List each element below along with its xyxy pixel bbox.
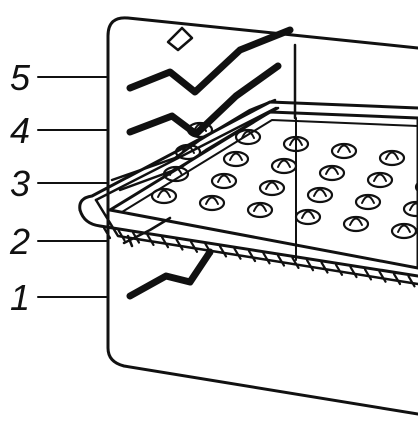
- cookie: [282, 135, 310, 153]
- cookie: [390, 222, 418, 240]
- level-2-label: 2: [9, 221, 30, 262]
- rack-bar: [117, 229, 126, 242]
- cookie: [354, 193, 382, 211]
- cookie: [414, 181, 418, 193]
- cookie: [210, 172, 238, 190]
- rack-bar: [407, 275, 416, 288]
- rack-bar: [189, 240, 199, 253]
- rack-bars: [102, 226, 416, 288]
- cookie: [174, 143, 202, 161]
- rack-bar: [146, 233, 155, 246]
- cookie: [150, 187, 178, 205]
- cookie: [246, 201, 274, 219]
- rack-bar: [276, 254, 286, 267]
- rack-bar: [160, 236, 170, 249]
- cookie: [162, 165, 190, 183]
- cookie: [306, 186, 334, 204]
- level-5: 5: [10, 57, 109, 98]
- cookie: [330, 142, 358, 160]
- shelf-runner-4: [126, 62, 282, 138]
- cookie: [186, 121, 214, 139]
- level-labels: 5 4 3 2 1: [9, 57, 109, 318]
- baking-tray: [108, 110, 418, 270]
- cookie: [198, 194, 226, 212]
- level-5-label: 5: [10, 57, 31, 98]
- level-4-label: 4: [10, 110, 30, 151]
- rack-bar: [363, 268, 373, 281]
- cookie: [258, 179, 286, 197]
- shelf-runners: [110, 26, 294, 300]
- cookie: [318, 164, 346, 182]
- level-3: 3: [10, 163, 109, 204]
- cookie: [294, 208, 322, 226]
- rack-bar: [262, 252, 271, 265]
- shelf-runner-1: [126, 248, 214, 300]
- rack-bar: [378, 270, 387, 283]
- cookie: [378, 149, 406, 167]
- level-1: 1: [10, 277, 109, 318]
- shelf-runner-3: [110, 98, 280, 192]
- level-2: 2: [9, 221, 109, 262]
- rack-bar: [349, 266, 358, 279]
- cookie: [342, 215, 370, 233]
- rack-bar: [305, 259, 315, 272]
- shelf-runner-5: [126, 26, 294, 96]
- rack-bar: [334, 263, 344, 276]
- level-4: 4: [10, 110, 109, 151]
- level-3-label: 3: [10, 163, 30, 204]
- rack-bar: [131, 231, 141, 244]
- oven-cavity: [106, 16, 418, 416]
- level-1-label: 1: [10, 277, 30, 318]
- rack-bar: [392, 272, 402, 286]
- cookie: [222, 150, 250, 168]
- rack-bar: [218, 245, 228, 258]
- cookie: [234, 128, 262, 146]
- rack-bar: [247, 249, 257, 263]
- rack-bar: [233, 247, 242, 260]
- rack-bar: [175, 238, 184, 251]
- rack-bar: [204, 243, 213, 256]
- rack-bar: [320, 261, 329, 274]
- wire-rack: [78, 100, 418, 288]
- cookie-grid: [150, 121, 418, 240]
- cookie: [366, 171, 394, 189]
- rack-bar: [102, 226, 112, 240]
- rack-bar: [291, 256, 300, 269]
- cookie: [402, 200, 418, 218]
- cookie: [270, 157, 298, 175]
